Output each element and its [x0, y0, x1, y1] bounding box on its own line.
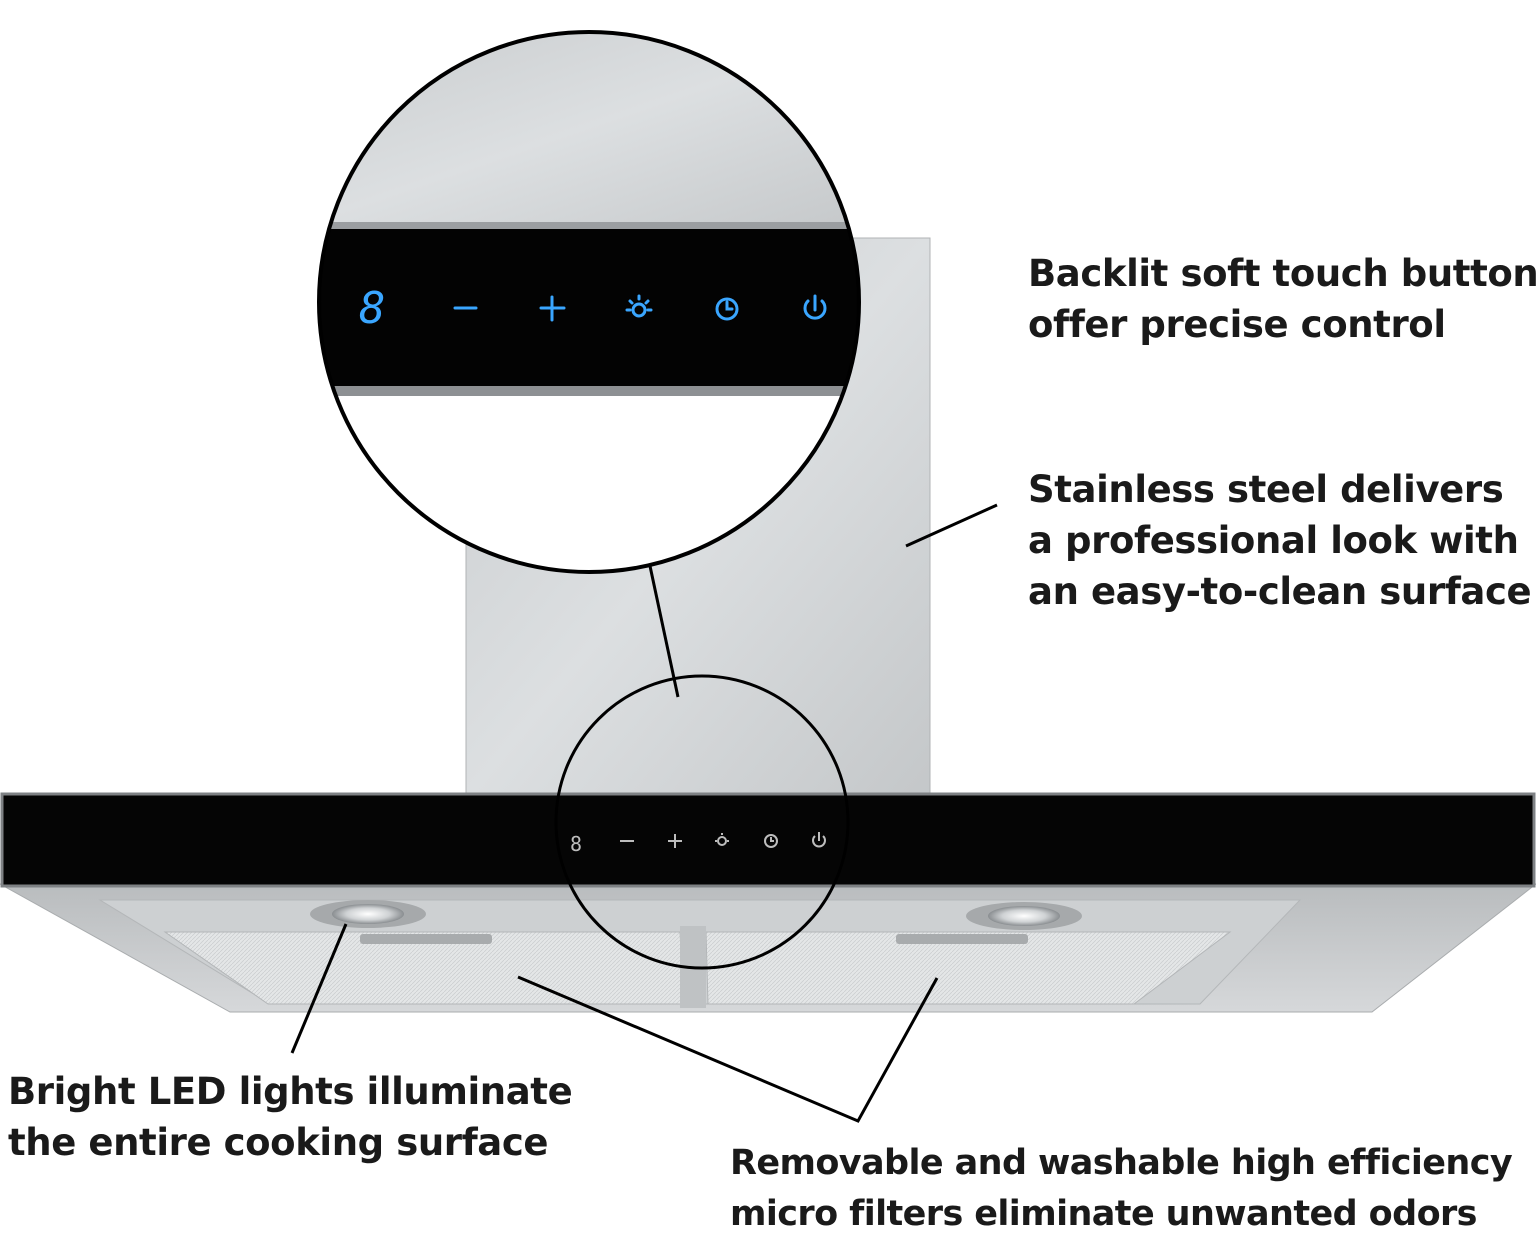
- timer-icon[interactable]: [715, 297, 739, 321]
- led-leader-line: [290, 923, 348, 1054]
- backlit-display: 8: [359, 283, 386, 334]
- filter-handle-left[interactable]: [360, 934, 492, 944]
- led-callout: Bright LED lights illuminate the entire …: [8, 1066, 573, 1168]
- led-lamp-right: [966, 902, 1082, 930]
- filter-handle-right[interactable]: [896, 934, 1028, 944]
- steel-callout: Stainless steel delivers a professional …: [1028, 464, 1532, 617]
- buttons-callout-line2: offer precise control: [1028, 303, 1446, 346]
- big-magnifier-ring: [317, 30, 861, 574]
- small-power-icon[interactable]: [812, 832, 826, 848]
- buttons-callout: Backlit soft touch buttons offer precise…: [1028, 248, 1536, 350]
- small-plus-icon[interactable]: [668, 834, 682, 848]
- steel-callout-line1: Stainless steel delivers: [1028, 468, 1504, 511]
- steel-callout-line3: an easy-to-clean surface: [1028, 570, 1532, 613]
- backlit-controls: 8: [359, 283, 827, 334]
- backlit-display-icon: 8: [359, 283, 386, 334]
- filter-right: [705, 931, 1232, 1005]
- filters-callout: Removable and washable high efficiency m…: [730, 1138, 1513, 1240]
- magnifier-connector: [648, 565, 680, 698]
- plus-icon[interactable]: [539, 295, 566, 322]
- steel-leader-line: [905, 503, 998, 548]
- led-callout-line1: Bright LED lights illuminate: [8, 1070, 573, 1113]
- small-magnifier-ring: [554, 674, 850, 970]
- small-light-icon[interactable]: [715, 833, 729, 846]
- small-controls: 8: [570, 832, 826, 856]
- filters-callout-line1: Removable and washable high efficiency: [730, 1143, 1513, 1183]
- buttons-callout-line1: Backlit soft touch buttons: [1028, 252, 1536, 295]
- led-callout-line2: the entire cooking surface: [8, 1121, 549, 1164]
- filter-leader-line: [517, 975, 939, 1123]
- steel-callout-line2: a professional look with: [1028, 519, 1519, 562]
- small-timer-icon[interactable]: [764, 834, 778, 848]
- small-display: 8: [570, 832, 582, 856]
- led-lamp-left: [310, 900, 426, 928]
- light-icon[interactable]: [625, 294, 653, 318]
- power-icon[interactable]: [803, 294, 827, 320]
- filters-callout-line2: micro filters eliminate unwanted odors: [730, 1194, 1478, 1234]
- glass-panel: [0, 792, 1536, 888]
